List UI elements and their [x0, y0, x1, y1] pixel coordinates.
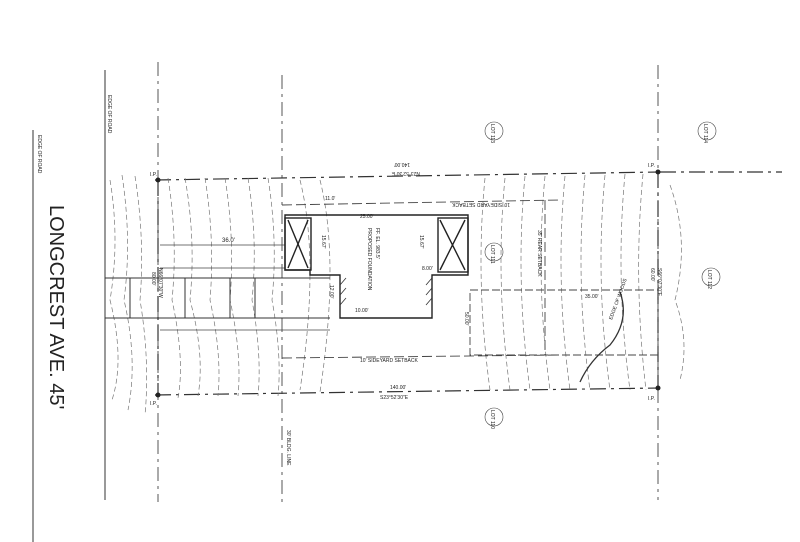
corner-ip-label: I.P.: [648, 163, 655, 169]
dim-bottom-distance: 140.00': [390, 385, 406, 391]
lot-circle: [701, 267, 721, 287]
hatch: [339, 297, 347, 306]
hatch: [425, 297, 433, 306]
proposed-foundation: [284, 214, 469, 319]
hatch: [425, 277, 433, 286]
dimension-labels: 140.00' N23°52'30"E 140.00' S23°52'30"E …: [150, 161, 662, 401]
edge-of-road-label: EDGE OF ROAD: [106, 95, 112, 134]
contour-line: [299, 179, 311, 391]
dim-house-5: 12.00': [328, 285, 334, 299]
edge-of-road-label: EDGE OF ROAD: [36, 135, 42, 174]
dim-easement: 50.00': [463, 312, 469, 326]
corner-marker: [155, 177, 161, 183]
contour-line: [560, 175, 571, 391]
corner-markers: [155, 169, 661, 398]
note-rear-setback: 35' REAR SETBACK: [536, 230, 542, 277]
lot-label: LOT 111: [489, 245, 495, 264]
dim-house-depth: 25.00': [360, 214, 374, 220]
contour-line: [600, 174, 611, 391]
contour-lines: [109, 173, 685, 416]
note-building-line: 30' BLDG. LINE: [285, 430, 291, 466]
dim-bottom-bearing: S23°52'30"E: [380, 395, 409, 401]
dim-top-bearing: N23°52'30"E: [391, 170, 420, 176]
contour-line: [520, 175, 531, 391]
lot-labels: LOT 113 LOT 114 LOT 111 LOT 112 LOT 110: [489, 124, 712, 429]
dim-house-2: 15.67': [418, 235, 424, 249]
contour-line: [167, 177, 181, 399]
contour-line: [500, 177, 511, 391]
reference-lines: [157, 62, 659, 502]
dim-rear-bearing: S66°07'30"E: [656, 268, 662, 297]
contour-line: [580, 174, 591, 391]
bottom-lot-line: [154, 387, 661, 396]
lot-circle: [697, 121, 717, 141]
note-side-setback-bottom: 10' SIDEYARD SETBACK: [360, 358, 418, 364]
lot-circle: [484, 407, 504, 427]
note-side-setback-top: 10' SIDEYARD SETBACK: [452, 201, 510, 207]
dim-house-1: 15.67': [320, 235, 326, 249]
setback-lines: [281, 199, 561, 359]
note-woods-line: EDGE OF WOODS: [608, 277, 629, 320]
foundation-hatching: [339, 277, 433, 306]
contour-line: [247, 177, 260, 397]
plan-notes: 10' SIDEYARD SETBACK 10' SIDEYARD SETBAC…: [150, 163, 655, 466]
dim-house-3: 8.00': [422, 266, 433, 272]
dimension-guides: [160, 244, 330, 331]
contour-line: [121, 174, 133, 411]
dim-pool: 35.00': [585, 294, 599, 300]
garage-block: [284, 217, 312, 271]
corner-ip-label: I.P.: [150, 401, 157, 407]
rear-deck: [437, 217, 469, 273]
note-foundation: PROPOSED FOUNDATION: [366, 228, 372, 291]
easement-box: [469, 289, 659, 356]
driveway: [104, 277, 330, 319]
driveway-apron: [104, 277, 256, 319]
dim-rear-width: 60.00': [649, 268, 655, 282]
rear-diagonal: [439, 219, 466, 271]
hatch: [339, 277, 347, 286]
dim-drive-length: 36.0': [222, 238, 235, 244]
dim-front-width: 80.00': [150, 272, 156, 286]
dim-top-distance: 140.00': [394, 161, 410, 167]
corner-ip-label: I.P.: [150, 172, 157, 178]
lot-circle: [484, 242, 504, 262]
top-lot-line: [154, 171, 661, 181]
lot-circle: [484, 121, 504, 141]
corner-marker: [155, 392, 161, 398]
top-sideyard-setback: [281, 199, 561, 206]
dim-setback-offset: 11.0': [325, 196, 335, 202]
lot-circles: [484, 121, 721, 427]
lot-label: LOT 110: [489, 410, 495, 429]
contour-line: [134, 175, 148, 416]
dim-front-bearing: N66°07'30"W: [157, 268, 163, 298]
street-name: LONGCREST AVE. 45': [45, 205, 67, 409]
contour-line: [319, 179, 331, 393]
bottom-sideyard-setback: [281, 354, 561, 359]
woods-line: [579, 291, 624, 383]
lot-label: LOT 112: [706, 270, 712, 289]
contour-line: [267, 177, 280, 397]
contour-line: [620, 173, 631, 391]
lot-label: LOT 114: [702, 124, 708, 143]
corner-marker: [655, 385, 661, 391]
contour-line: [669, 184, 685, 381]
lot-label: LOT 113: [489, 124, 495, 143]
contour-line: [109, 179, 119, 401]
contour-line: [480, 177, 491, 391]
easement-area: [469, 289, 659, 356]
corner-marker: [655, 169, 661, 175]
contour-line: [638, 173, 647, 391]
hatch: [339, 287, 347, 296]
contour-line: [184, 177, 201, 397]
note-foundation-elev: FF. EL. 983.5': [374, 228, 380, 259]
hatch: [425, 287, 433, 296]
contour-line: [204, 177, 220, 397]
contour-line: [224, 177, 240, 397]
corner-ip-label: I.P.: [648, 396, 655, 402]
road-edges: [32, 70, 106, 542]
dim-house-4: 10.00': [355, 308, 369, 314]
garage-diagonal: [287, 219, 309, 269]
contour-line: [540, 175, 551, 391]
